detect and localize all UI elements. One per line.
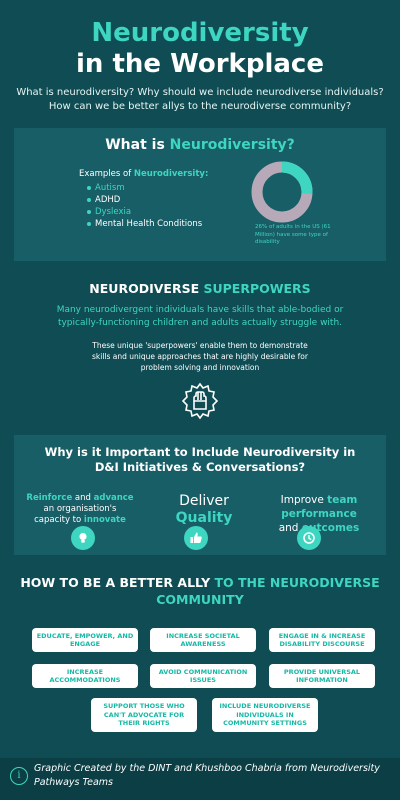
importance-section: Why is it Important to Include Neurodive… <box>14 435 386 555</box>
stat-caption: 26% of adults in the US (61 Million) hav… <box>255 224 331 245</box>
examples-label: Examples of Neurodiversity: <box>79 169 209 179</box>
title-line-1: Neurodiversity <box>91 18 309 48</box>
clock-icon <box>297 526 321 550</box>
example-item: Dyslexia <box>87 206 219 218</box>
ally-item: INCLUDE NEURODIVERSE INDIVIDUALS IN COMM… <box>212 698 318 732</box>
innovate-column: Reinforce and advance an organisation's … <box>26 493 134 525</box>
what-is-section: What is Neurodiversity? Examples of Neur… <box>14 128 386 261</box>
importance-heading: Why is it Important to Include Neurodive… <box>44 445 356 474</box>
examples-list: Autism ADHD Dyslexia Mental Health Condi… <box>79 182 219 230</box>
ally-item: INCREASE ACCOMMODATIONS <box>32 664 138 688</box>
ally-item: PROVIDE UNIVERSAL INFORMATION <box>269 664 375 688</box>
footer-credit: Graphic Created by the DINT and Khushboo… <box>34 763 380 788</box>
superpowers-section: NEURODIVERSE SUPERPOWERS Many neurodiver… <box>0 281 400 421</box>
superpowers-heading: NEURODIVERSE SUPERPOWERS <box>89 281 311 296</box>
ally-item: SUPPORT THOSE WHO CAN'T ADVOCATE FOR THE… <box>91 698 197 732</box>
performance-column: Improve team performance and outcomes <box>278 494 360 534</box>
thumbs-up-icon <box>184 526 208 550</box>
example-item: Mental Health Conditions <box>87 218 219 230</box>
info-icon: i <box>10 767 28 785</box>
superpowers-paragraph-2: These unique 'superpowers' enable them t… <box>92 341 308 372</box>
title-line-2: in the Workplace <box>76 49 324 79</box>
ally-heading: HOW TO BE A BETTER ALLY TO THE NEURODIVE… <box>20 575 380 607</box>
superpowers-paragraph-1: Many neurodivergent individuals have ski… <box>56 305 344 328</box>
ally-item: AVOID COMMUNICATION ISSUES <box>150 664 256 688</box>
disability-donut-chart <box>251 161 313 223</box>
ally-item: INCREASE SOCIETAL AWARENESS <box>150 628 256 652</box>
examples-block: Examples of Neurodiversity: Autism ADHD … <box>79 168 219 230</box>
page-title: Neurodiversity in the Workplace <box>0 0 400 80</box>
page-subtitle: What is neurodiversity? Why should we in… <box>16 87 384 112</box>
footer: i Graphic Created by the DINT and Khushb… <box>0 758 400 800</box>
ally-section: HOW TO BE A BETTER ALLY TO THE NEURODIVE… <box>0 574 400 608</box>
example-item: Autism <box>87 182 219 194</box>
what-is-heading: What is Neurodiversity? <box>105 137 295 153</box>
lightbulb-icon <box>71 526 95 550</box>
donut-segment-disability <box>251 161 313 223</box>
ally-item: EDUCATE, EMPOWER, AND ENGAGE <box>32 628 138 652</box>
raised-fist-gear-icon <box>181 382 219 420</box>
ally-item: ENGAGE IN & INCREASE DISABILITY DISCOURS… <box>269 628 375 652</box>
example-item: ADHD <box>87 194 219 206</box>
